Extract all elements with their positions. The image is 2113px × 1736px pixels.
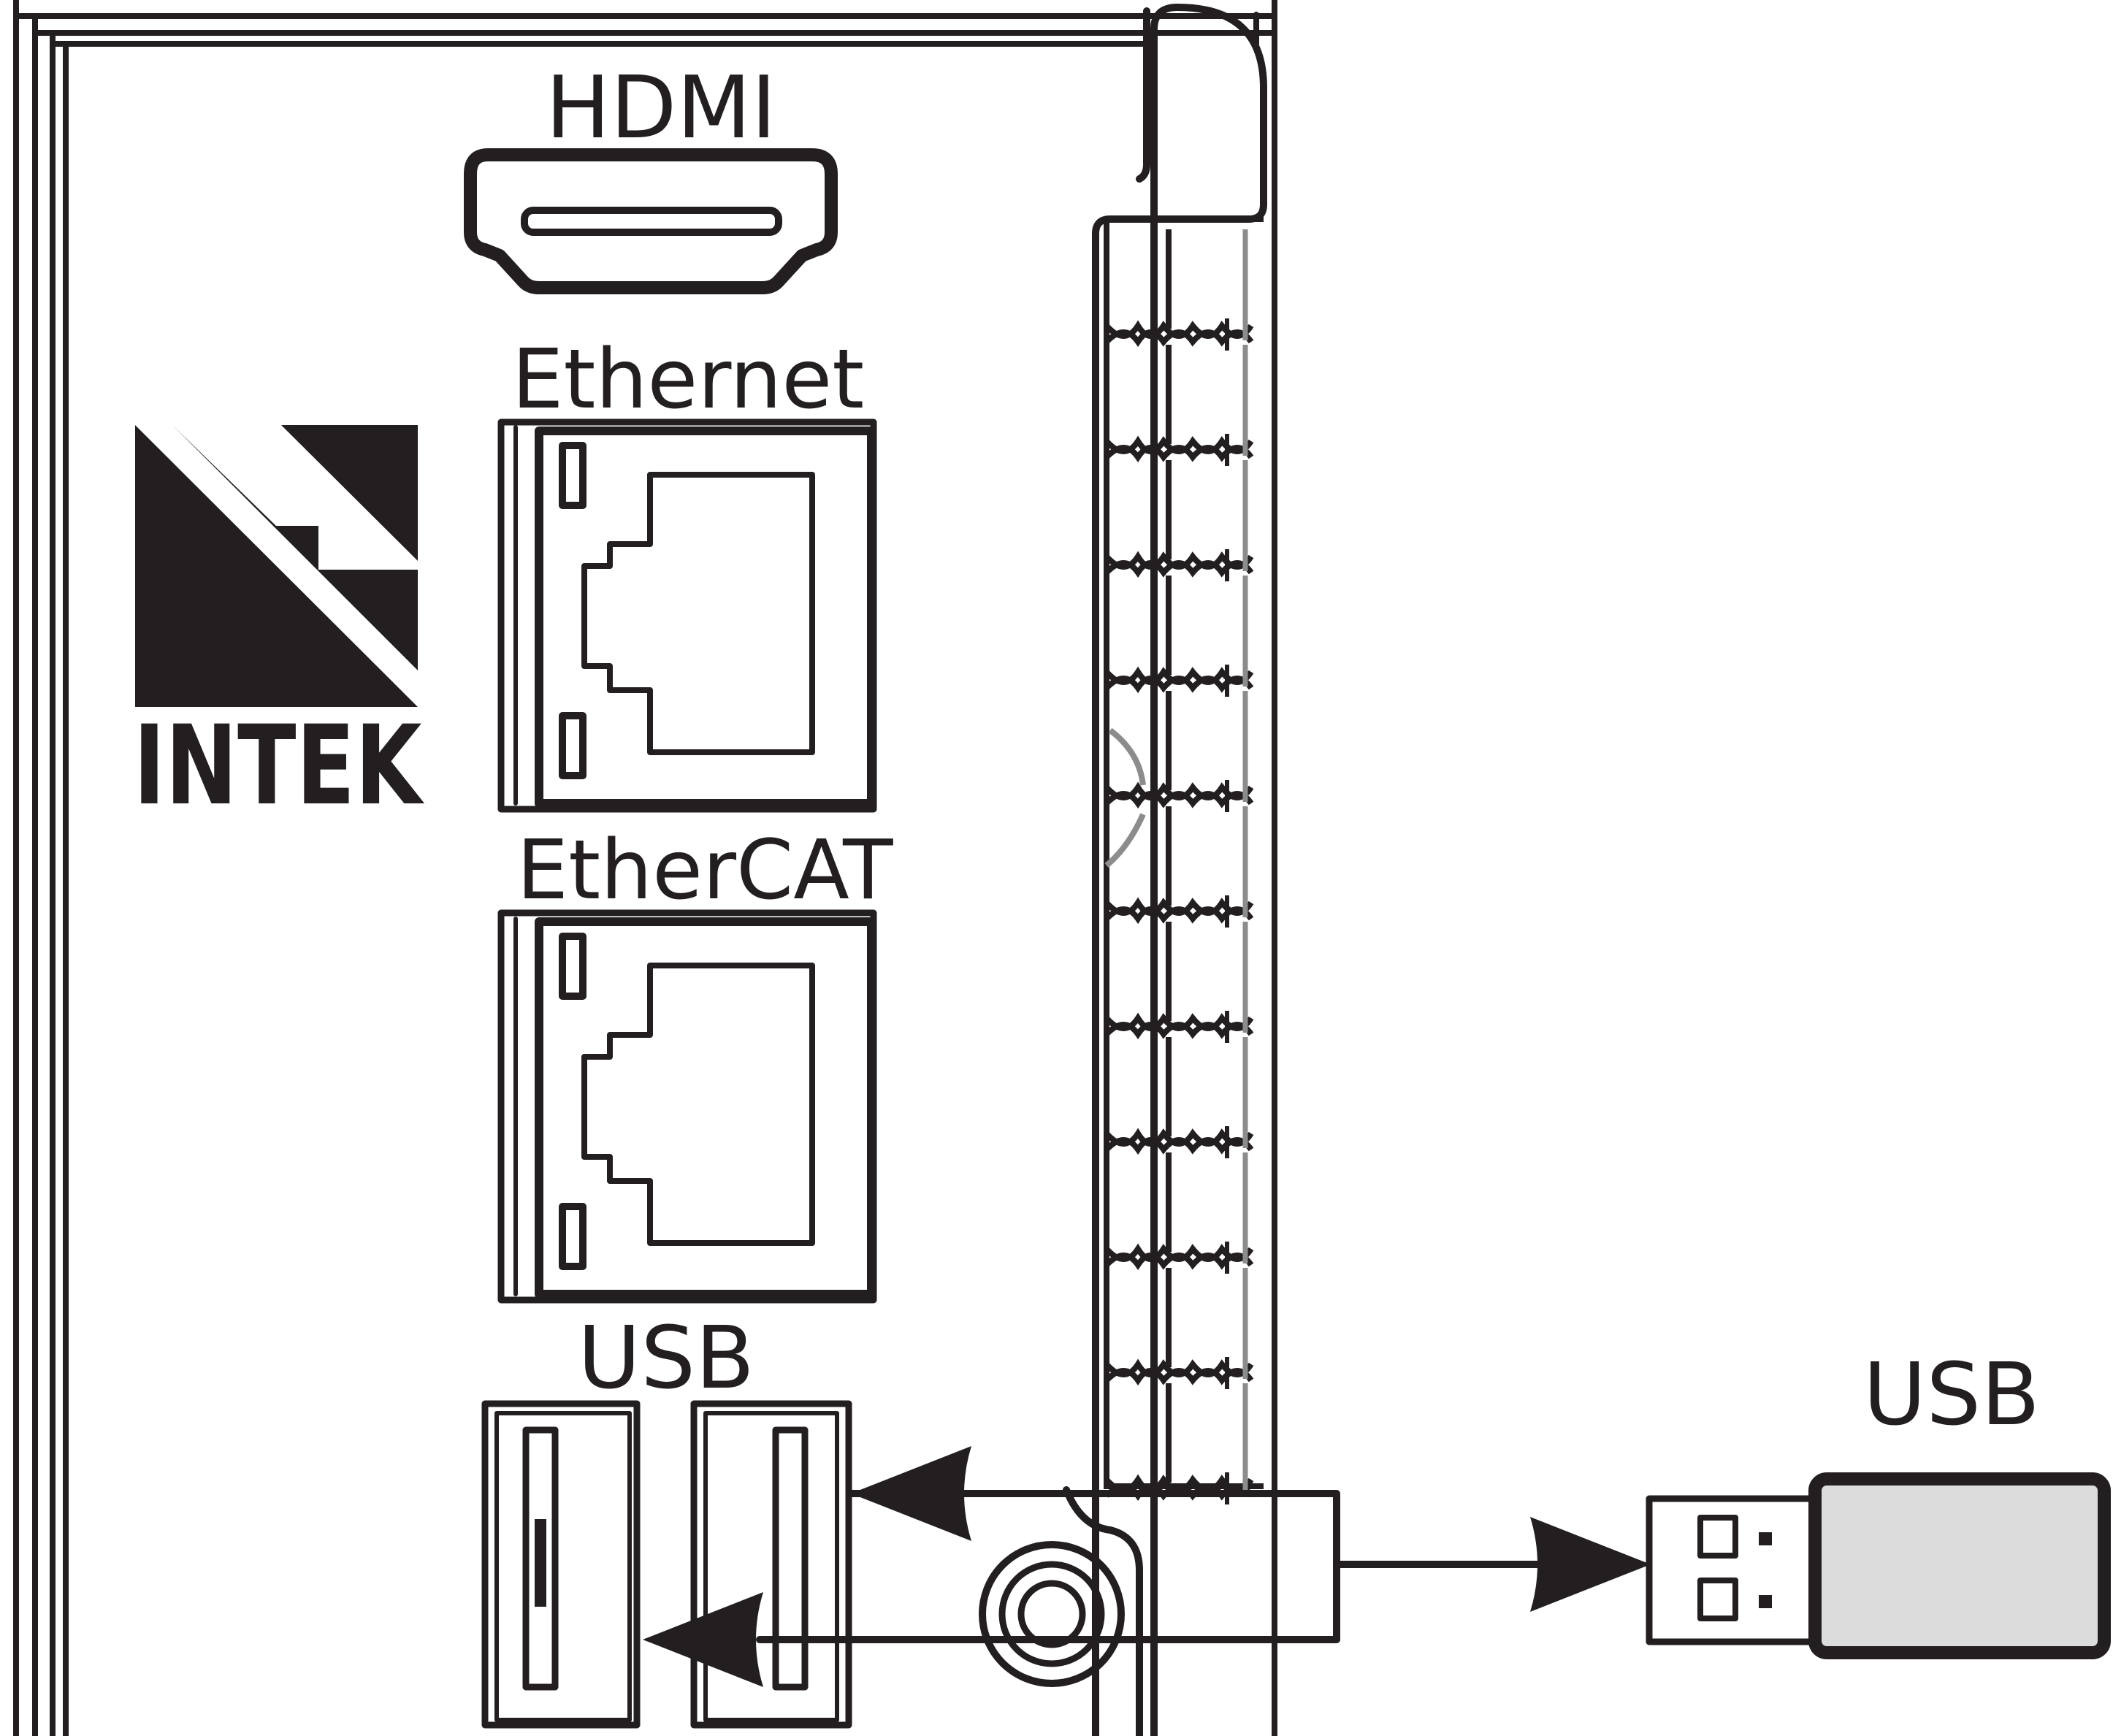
arrow-icon — [851, 1446, 971, 1541]
terminal-cell — [1104, 1037, 1254, 1158]
intek-logo-icon — [135, 425, 418, 707]
terminal-cell — [1104, 460, 1254, 581]
arrow-icon — [643, 1592, 763, 1687]
terminal-cell — [1104, 576, 1254, 697]
usb-port-icon[interactable] — [481, 1400, 641, 1729]
terminal-block-carrier — [1092, 4, 1267, 1736]
device-housing — [13, 0, 1277, 1736]
terminal-cell — [1104, 1383, 1254, 1504]
coax-jack-icon — [979, 1486, 1143, 1736]
clamp-arc — [1104, 813, 1146, 868]
led-indicator-icon — [559, 933, 586, 1000]
terminal-cell — [1104, 1268, 1254, 1389]
hdmi-port-icon[interactable] — [464, 148, 838, 294]
ethernet-label: Ethernet — [512, 332, 864, 427]
led-indicator-icon — [559, 1203, 586, 1270]
usb-port-icon[interactable] — [690, 1400, 852, 1729]
terminal-cell — [1104, 1152, 1254, 1274]
usb-stick-label: USB — [1863, 1344, 2040, 1445]
terminal-cell — [1104, 806, 1254, 928]
arrow-icon — [1530, 1517, 1651, 1612]
terminal-block-icon — [1104, 216, 1264, 1504]
ethercat-port-icon[interactable] — [497, 909, 877, 1304]
led-indicator-icon — [559, 712, 586, 779]
brand-label: INTEK — [134, 703, 425, 830]
usb-flash-drive-icon — [1646, 1472, 2111, 1659]
ethernet-port-icon[interactable] — [497, 418, 877, 813]
terminal-cell — [1104, 691, 1254, 812]
terminal-cell — [1104, 922, 1254, 1043]
hdmi-label: HDMI — [546, 57, 776, 158]
led-indicator-icon — [559, 442, 586, 509]
ethercat-label: EtherCAT — [516, 823, 893, 918]
usb-cable-line — [756, 1490, 1625, 1643]
terminal-cell — [1104, 229, 1254, 351]
clamp-arc — [1108, 727, 1146, 786]
usb-panel-label: USB — [578, 1307, 754, 1408]
terminal-cell — [1104, 345, 1254, 466]
